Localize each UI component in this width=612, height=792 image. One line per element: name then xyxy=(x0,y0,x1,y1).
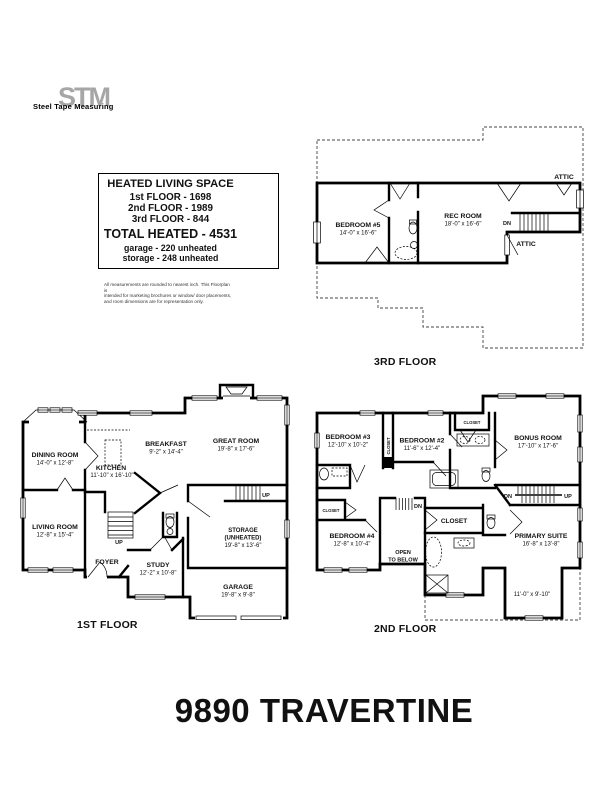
stairs-up-label: UP xyxy=(564,494,572,500)
dashed-outline-lower xyxy=(424,568,581,621)
bathroom-fixtures xyxy=(394,219,418,260)
stairs-dn-up-right xyxy=(517,486,555,503)
room-label-breakfast: BREAKFAST xyxy=(145,441,187,448)
room-dims-bonus: 17'-10" x 17'-6" xyxy=(518,444,558,450)
stairs-up-label-right: UP xyxy=(262,493,270,499)
disclaimer-line: and room dimensions are for representati… xyxy=(104,298,204,304)
room-label-primary: PRIMARY SUITE xyxy=(515,533,568,540)
exterior-walls xyxy=(315,181,582,265)
closet-label-top: CLOSET xyxy=(464,420,481,425)
logo-company-name: Steel Tape Measuring xyxy=(33,102,114,111)
room-dims-great-room: 19'-8" x 17'-6" xyxy=(218,447,255,453)
closet-label-left: CLOSET xyxy=(323,508,340,513)
room-label-rec-room: REC ROOM xyxy=(444,213,482,220)
second-floor-plan: BEDROOM #3 12'-10" x 10'-2" BEDROOM #2 1… xyxy=(314,393,583,621)
kitchen-counters xyxy=(87,429,130,466)
stairs-up xyxy=(107,511,134,539)
stairs-dn-label: DN xyxy=(503,221,511,227)
room-dims-bedroom5: 14'-0" x 16'-6" xyxy=(340,231,377,237)
room-label-kitchen: KITCHEN xyxy=(96,465,126,472)
room-dims-living: 12'-8" x 15'-4" xyxy=(37,533,74,539)
summary-storage: storage - 248 unheated xyxy=(122,252,219,263)
first-floor-plan: DINING ROOM 14'-0" x 12'-8" KITCHEN 11'-… xyxy=(20,383,290,621)
room-dims-storage: 19'-8" x 13'-6" xyxy=(225,543,262,549)
stairs-up-label: UP xyxy=(115,540,123,546)
property-address-title: 9890 TRAVERTINE xyxy=(174,692,474,729)
third-floor-plan: BEDROOM #5 14'-0" x 16'-6" REC ROOM 18'-… xyxy=(313,126,584,349)
room-dims-bedroom4: 12'-8" x 10'-4" xyxy=(334,542,371,548)
doors xyxy=(364,182,573,264)
interior-walls xyxy=(21,420,289,599)
room-label-living: LIVING ROOM xyxy=(32,524,78,531)
room-label-bedroom5: BEDROOM #5 xyxy=(336,222,381,229)
attic-label-mid: ATTIC xyxy=(516,241,536,248)
fireplace xyxy=(218,383,255,401)
room-label-study: STUDY xyxy=(146,562,170,569)
summary-total: TOTAL HEATED - 4531 xyxy=(103,227,238,241)
room-dims-garage: 19'-8" x 9'-8" xyxy=(221,593,255,599)
garage-door xyxy=(195,615,283,621)
room-dims-primary: 16'-8" x 13'-8" xyxy=(523,542,560,548)
stairs-dn-label: DN xyxy=(504,494,512,500)
heated-space-summary-box: HEATED LIVING SPACE 1st FLOOR - 1698 2nd… xyxy=(98,173,279,269)
interior-walls xyxy=(387,181,582,265)
room-label-garage: GARAGE xyxy=(223,584,253,591)
room-dims-rec-room: 18'-0" x 16'-6" xyxy=(445,222,482,228)
room-dims-breakfast: 9'-2" x 14'-4" xyxy=(149,450,183,456)
room-label-storage: STORAGE xyxy=(228,528,258,534)
summary-floor1: 1st FLOOR - 1698 xyxy=(129,192,212,203)
powder-room-fixtures xyxy=(165,513,175,535)
room-dims-primary-sub: 11'-0" x 9'-10" xyxy=(514,592,550,598)
stm-logo-icon: STM xyxy=(58,82,111,112)
attic-label-top: ATTIC xyxy=(554,174,574,181)
open-to-below-label2: TO BELOW xyxy=(388,558,418,564)
disclaimer-text: All measurements are rounded to nearest … xyxy=(104,282,234,304)
room-label-great-room: GREAT ROOM xyxy=(213,438,260,445)
doors xyxy=(344,429,523,535)
room-dims-dining: 14'-0" x 12'-8" xyxy=(37,461,74,467)
disclaimer-line: intended for marketing brochures or wind… xyxy=(104,293,232,299)
room-dims-bedroom3: 12'-10" x 10'-2" xyxy=(328,443,368,449)
closet-label-jamb: CLOSET xyxy=(386,437,391,454)
summary-title: HEATED LIVING SPACE xyxy=(107,178,234,190)
bathroom-fixtures xyxy=(319,433,496,594)
stairs-down xyxy=(519,214,549,231)
room-label-dining: DINING ROOM xyxy=(32,452,79,459)
interior-walls xyxy=(315,411,582,566)
first-floor-caption: 1ST FLOOR xyxy=(77,619,138,631)
room-dims-study: 12'-2" x 10'-8" xyxy=(140,571,177,577)
room-label-bedroom3: BEDROOM #3 xyxy=(326,434,371,441)
disclaimer-line: All measurements are rounded to nearest … xyxy=(104,282,230,293)
room-note-storage: (UNHEATED) xyxy=(225,536,262,542)
third-floor-caption: 3RD FLOOR xyxy=(374,356,437,368)
windows xyxy=(313,189,584,244)
doors xyxy=(56,441,211,580)
room-label-bedroom2: BEDROOM #2 xyxy=(400,438,445,445)
room-label-bedroom4: BEDROOM #4 xyxy=(330,533,375,540)
room-label-bonus: BONUS ROOM xyxy=(514,435,562,442)
windows xyxy=(20,395,290,600)
windows xyxy=(314,393,583,621)
summary-floor3: 3rd FLOOR - 844 xyxy=(131,214,210,225)
closet-label-mid: CLOSET xyxy=(441,518,467,525)
stairs-up-right xyxy=(235,486,261,500)
room-dims-kitchen: 11'-10" x 16'-10" xyxy=(90,473,133,479)
bay-window xyxy=(22,407,88,425)
room-dims-bedroom2: 11'-6" x 12'-4" xyxy=(404,446,440,452)
stairs-down-mid xyxy=(395,498,413,510)
attic-dashed-outline xyxy=(316,126,584,349)
summary-floor2: 2nd FLOOR - 1989 xyxy=(128,203,213,214)
summary-garage: garage - 220 unheated xyxy=(124,243,217,253)
stairs-dn-mid-label: DN xyxy=(414,504,422,510)
open-to-below-label1: OPEN xyxy=(395,550,411,556)
second-floor-caption: 2ND FLOOR xyxy=(374,623,437,635)
room-label-foyer: FOYER xyxy=(95,559,119,566)
